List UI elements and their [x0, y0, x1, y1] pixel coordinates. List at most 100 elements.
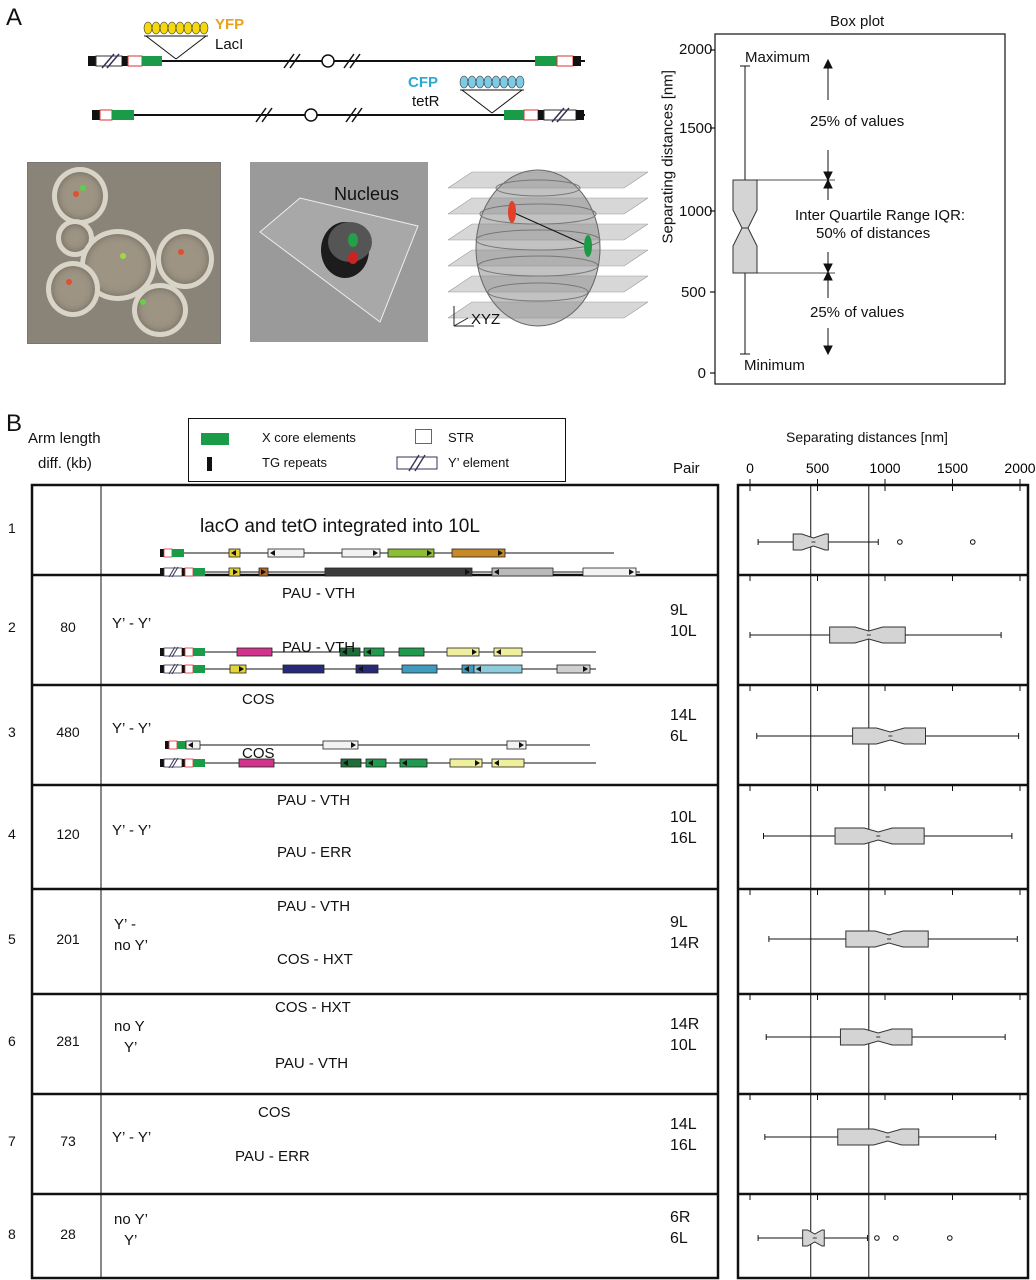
ytick-1500: 1500	[679, 120, 713, 137]
minimum-label: Minimum	[744, 357, 805, 374]
pair-chromosome-2: 10L	[670, 623, 697, 640]
pair-chromosome-1: 10L	[670, 809, 697, 826]
outlier-point	[893, 1235, 899, 1241]
chromosome-pair-row-8	[160, 740, 596, 769]
pair-chromosome-1: 6R	[670, 1209, 691, 1226]
top-gene-label: COS - HXT	[275, 999, 351, 1016]
tg-swatch	[207, 457, 212, 471]
top-gene-label: PAU - VTH	[282, 585, 356, 602]
element-legend: X core elements TG repeats STR Y’ elemen…	[188, 418, 566, 482]
boxplot-row-2	[749, 626, 1002, 644]
top-gene-label: PAU - VTH	[277, 792, 351, 809]
cfp-label: CFP	[408, 74, 438, 91]
boxplot-row-3	[756, 727, 1020, 745]
pair-type-line2: no Y’	[114, 936, 148, 954]
yfp-label: YFP	[215, 16, 245, 33]
arm-length-header: Arm length	[28, 430, 101, 447]
y-element-legend-label: Y’ element	[448, 455, 509, 470]
box	[839, 1028, 913, 1046]
ytick-1000: 1000	[679, 203, 713, 220]
x-tick-label: 0	[746, 460, 754, 476]
pair-chromosome-1: 14L	[670, 707, 697, 724]
x-core-legend-label: X core elements	[262, 430, 356, 445]
pair-type-line1: no Y	[114, 1018, 145, 1035]
boxplot-legend-diagram	[710, 33, 1006, 385]
outlier-point	[874, 1235, 880, 1241]
str-legend-label: STR	[448, 430, 474, 445]
arm-length-diff: 73	[60, 1133, 76, 1149]
top-gene-label: COS	[242, 691, 275, 708]
pair-type-line2: Y’	[124, 1039, 138, 1056]
ytick-2000: 2000	[679, 41, 713, 58]
pair-type: Y’ - Y’	[112, 615, 152, 632]
panel-b-letter: B	[6, 410, 23, 437]
tg-legend-label: TG repeats	[262, 455, 328, 470]
x-tick-label: 500	[806, 460, 830, 476]
pair-chromosome-2: 16L	[670, 830, 697, 847]
pair-type: Y’ - Y’	[112, 720, 152, 737]
pair-chromosome-1: 14R	[670, 1016, 700, 1033]
arm-length-diff: 281	[56, 1033, 80, 1049]
bottom-gene-label: PAU - VTH	[282, 639, 356, 656]
bottom-gene-label: COS	[242, 745, 275, 762]
pair-chromosome-2: 6L	[670, 728, 688, 745]
yfp-array-icon	[143, 21, 209, 35]
bottom-gene-label: PAU - VTH	[275, 1055, 349, 1072]
laci-label: LacI	[215, 36, 244, 53]
boxplot-row-7	[764, 1128, 997, 1146]
upper-quartile-label: 25% of values	[810, 113, 905, 130]
boxplot-row-5	[768, 930, 1018, 948]
row-number: 1	[8, 520, 16, 536]
tetr-label: tetR	[412, 93, 440, 110]
arm-length-diff: 120	[56, 826, 80, 842]
box	[837, 1128, 920, 1146]
pair-type-line2: Y’	[124, 1232, 138, 1249]
xyz-label: XYZ	[471, 311, 501, 328]
arm-length-diff: 28	[60, 1226, 76, 1242]
top-gene-label: COS	[258, 1104, 291, 1121]
pair-chromosome-2: 10L	[670, 1037, 697, 1054]
boxplot-row-4	[763, 827, 1013, 845]
boxplot-title: Box plot	[830, 13, 885, 30]
maximum-label: Maximum	[745, 49, 811, 66]
bottom-gene-label: PAU - ERR	[277, 844, 352, 861]
pair-type: Y’ - Y’	[112, 822, 152, 839]
row-number: 6	[8, 1033, 16, 1049]
row-number: 7	[8, 1133, 16, 1149]
boxplot-row-1	[757, 533, 976, 551]
pair-header: Pair	[673, 460, 700, 477]
microscopy-image	[27, 162, 221, 344]
bottom-gene-label: COS - HXT	[277, 951, 353, 968]
x-tick-label: 1500	[937, 460, 968, 476]
arm-length-diff: 80	[60, 619, 76, 635]
top-gene-label: PAU - VTH	[277, 898, 351, 915]
pair-type: Y’ - Y’	[112, 1129, 152, 1146]
row-number: 3	[8, 724, 16, 740]
chromosome-pair-row-7	[160, 646, 596, 675]
row-number: 4	[8, 826, 16, 842]
chart-frame	[736, 483, 1030, 1280]
arm-diff-header: diff. (kb)	[38, 455, 92, 472]
arm-length-diff: 201	[56, 930, 80, 947]
ytick-500: 500	[680, 284, 706, 301]
row-number: 2	[8, 619, 16, 635]
chromosome-schematic	[88, 21, 585, 123]
pair-type-line1: no Y’	[114, 1211, 148, 1228]
pair-type-line1: Y’ -	[114, 915, 136, 933]
pair-chromosome-2: 6L	[670, 1230, 688, 1247]
z-stack-rendering	[448, 169, 648, 327]
x-tick-label: 1000	[869, 460, 900, 476]
boxplot-ylabel: Separating distances [nm]	[659, 70, 677, 244]
chromosome-pair-row-6	[160, 548, 640, 578]
pair-chromosome-1: 9L	[670, 913, 688, 931]
x-core-swatch	[201, 433, 229, 445]
box	[845, 930, 929, 948]
pair-chromosome-1: 9L	[670, 602, 688, 619]
row-description: lacO and tetO integrated into 10L	[200, 516, 480, 537]
lower-quartile-label: 25% of values	[810, 304, 905, 321]
pair-chromosome-1: 14L	[670, 1116, 697, 1133]
iqr-label-2: 50% of distances	[816, 225, 931, 242]
iqr-label-1: Inter Quartile Range IQR:	[795, 207, 966, 224]
outlier-point	[947, 1235, 953, 1241]
